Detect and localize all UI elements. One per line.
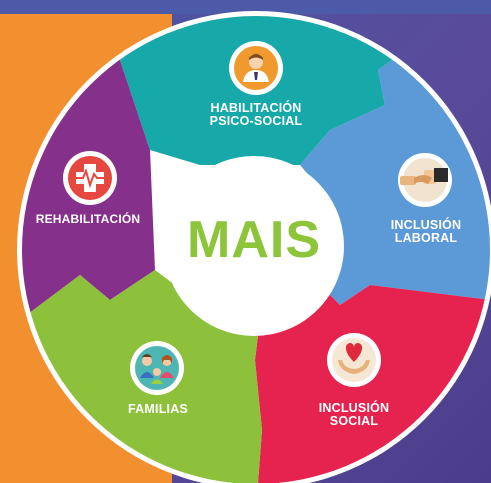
heart-hands-icon (327, 333, 381, 387)
label-line: INCLUSIÓN (390, 218, 462, 232)
family-icon (130, 341, 184, 395)
label-line: FAMILIAS (128, 402, 188, 416)
center-title: MAIS (187, 211, 321, 269)
label-line: HABILITACIÓN (210, 101, 302, 115)
label-rehabilitacion: REHABILITACIÓN (18, 213, 158, 226)
person-icon (229, 41, 283, 95)
label-inclusion-social: INCLUSIÓN SOCIAL (298, 402, 410, 428)
label-habilitacion: HABILITACIÓN PSICO-SOCIAL (188, 102, 324, 128)
label-inclusion-laboral: INCLUSIÓN LABORAL (374, 219, 478, 245)
label-familias: FAMILIAS (110, 403, 206, 416)
label-line: LABORAL (394, 231, 458, 245)
label-line: REHABILITACIÓN (35, 212, 141, 226)
center-circle (164, 156, 344, 336)
label-line: PSICO-SOCIAL (209, 114, 303, 128)
medical-cross-icon (63, 151, 117, 205)
top-band (0, 0, 491, 14)
label-line: INCLUSIÓN (318, 401, 390, 415)
handshake-icon (398, 153, 452, 207)
label-line: SOCIAL (329, 414, 379, 428)
